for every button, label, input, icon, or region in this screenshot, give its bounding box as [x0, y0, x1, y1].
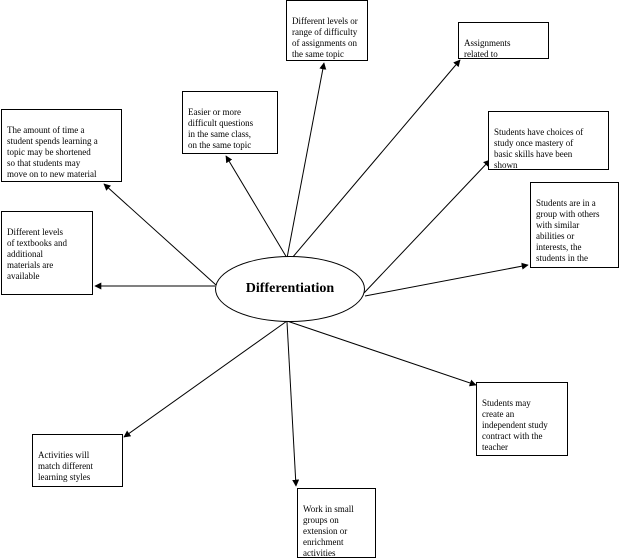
node-text: Students are in a group with others with… — [536, 198, 600, 263]
arrow-to-ability-groups — [364, 262, 529, 297]
arrow-to-study-choices — [363, 159, 491, 294]
node-text: Assignments related to children's intere… — [464, 38, 511, 59]
node-text: Easier or more difficult questions in th… — [188, 107, 254, 150]
node-independent-study: Students may create an independent study… — [476, 382, 568, 456]
arrow-to-time-shortened — [103, 183, 217, 286]
node-text: Different levels or range of difficulty … — [292, 16, 358, 59]
node-text: Students have choices of study once mast… — [494, 127, 584, 170]
node-study-choices: Students have choices of study once mast… — [488, 111, 609, 170]
arrow-to-small-groups — [286, 321, 300, 487]
node-text: The amount of time a student spends lear… — [7, 125, 98, 179]
arrow-to-learning-styles — [123, 320, 288, 438]
node-time-shortened: The amount of time a student spends lear… — [1, 109, 122, 182]
node-learning-styles: Activities will match different learning… — [32, 434, 123, 487]
node-small-groups: Work in small groups on extension or enr… — [297, 488, 376, 558]
arrow-to-easier-harder-questions — [225, 155, 288, 259]
node-text: Students may create an independent study… — [482, 398, 548, 452]
arrow-to-levels-of-difficulty — [286, 62, 327, 259]
node-textbook-levels: Different levels of textbooks and additi… — [1, 211, 93, 295]
center-ellipse-differentiation: Differentiation — [215, 256, 365, 322]
node-interest-assignments: Assignments related to children's intere… — [458, 22, 549, 59]
node-text: Different levels of textbooks and additi… — [7, 227, 67, 281]
arrow-to-interest-assignments — [291, 59, 461, 259]
node-levels-of-difficulty: Different levels or range of difficulty … — [286, 0, 368, 61]
arrow-to-independent-study — [286, 320, 477, 387]
node-easier-harder-questions: Easier or more difficult questions in th… — [182, 91, 278, 154]
node-text: Work in small groups on extension or enr… — [303, 504, 354, 558]
node-text: Activities will match different learning… — [38, 450, 94, 482]
node-ability-groups: Students are in a group with others with… — [530, 182, 619, 268]
center-label: Differentiation — [245, 281, 335, 296]
